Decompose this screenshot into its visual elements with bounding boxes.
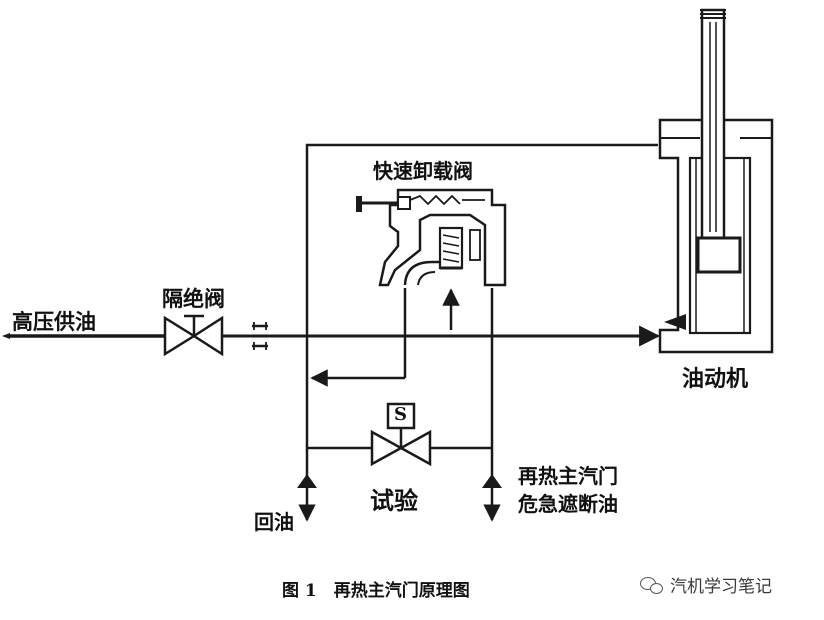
label-oil-actuator: 油动机 [682,366,749,392]
label-isolation-valve: 隔绝阀 [162,286,225,311]
fast-unload-valve-body [356,188,507,287]
orifice-symbol [252,322,268,350]
label-emergency-trip-line1: 再热主汽门 [518,464,618,488]
label-return-oil: 回油 [254,510,294,534]
wechat-icon [640,576,664,594]
test-valve-symbol [370,402,432,467]
label-test: 试验 [370,486,418,515]
figure-caption: 图 1 再热主汽门原理图 [282,581,470,601]
label-emergency-trip-line2: 危急遮断油 [518,492,618,516]
return-oil-outlet [297,474,317,522]
top-control-line [305,143,658,478]
label-high-pressure-supply: 高压供油 [12,309,96,334]
oil-actuator-body [658,8,774,354]
emergency-trip-outlet [482,474,502,522]
watermark: 汽机学习笔记 [640,572,772,597]
label-fast-unload-valve: 快速卸载阀 [373,159,473,183]
isolation-valve-symbol [163,314,224,357]
watermark-text: 汽机学习笔记 [670,577,772,597]
supply-inlet-arrow [2,333,10,339]
label-solenoid: S [394,404,407,425]
